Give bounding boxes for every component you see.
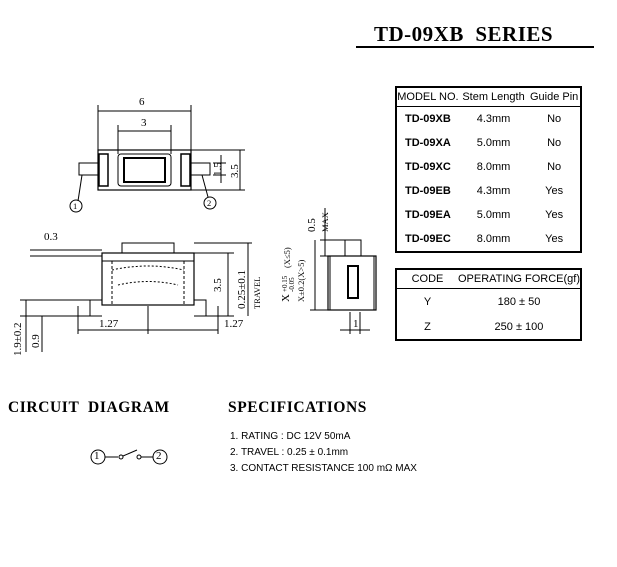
model-cell: TD-09EA bbox=[404, 209, 451, 221]
table-row: TD-09XA 5.0mm No bbox=[396, 131, 581, 155]
top-view-outline bbox=[78, 149, 211, 191]
model-cell: TD-09XC bbox=[404, 161, 451, 173]
dim-inner-label: 3 bbox=[141, 117, 147, 129]
side-view-dimensions bbox=[310, 208, 370, 334]
stem-length-cell: 4.3mm bbox=[476, 185, 511, 197]
model-cell: TD-09EB bbox=[404, 185, 451, 197]
guide-pin-cell: No bbox=[547, 137, 562, 149]
dim-0-3-label: 0.3 bbox=[44, 231, 58, 243]
model-table-header: MODEL NO. bbox=[396, 87, 459, 107]
guide-pin-cell: Yes bbox=[545, 233, 564, 245]
dim-1-9-label: 1.9±0.2 bbox=[12, 322, 24, 356]
dim-travel-value: 0.25±0.1 bbox=[236, 269, 248, 309]
stem-length-cell: 5.0mm bbox=[476, 137, 511, 149]
dim-1-27-right: 1.27 bbox=[224, 318, 244, 330]
table-row: TD-09EC 8.0mm Yes bbox=[396, 227, 581, 252]
dim-1-side-label: 1 bbox=[353, 318, 359, 330]
spec-item-travel: 2. TRAVEL : 0.25 ± 0.1mm bbox=[230, 447, 349, 458]
force-cell: 180 ± 50 bbox=[497, 295, 541, 308]
dim-3-5-front-label: 3.5 bbox=[212, 278, 224, 292]
dim-1-27-left: 1.27 bbox=[99, 318, 119, 330]
model-cell: TD-09XB bbox=[404, 113, 451, 125]
title-underline bbox=[356, 46, 594, 48]
table-row: TD-09XC 8.0mm No bbox=[396, 155, 581, 179]
table-row: TD-09EB 4.3mm Yes bbox=[396, 179, 581, 203]
model-cell: TD-09XA bbox=[404, 137, 451, 149]
force-cell: 250 ± 100 bbox=[494, 320, 544, 333]
circuit-switch-symbol bbox=[90, 449, 168, 465]
code-cell: Y bbox=[423, 295, 432, 308]
model-table-header-row: MODEL NO. Stem Length Guide Pin bbox=[396, 87, 581, 107]
terminal-marker-1: 1 bbox=[73, 201, 78, 211]
specifications-heading: SPECIFICATIONS bbox=[228, 399, 368, 416]
circuit-node-2: 2 bbox=[156, 450, 162, 462]
table-row: Y 180 ± 50 bbox=[396, 289, 581, 315]
circuit-node-1: 1 bbox=[94, 450, 100, 462]
circuit-diagram-heading: CIRCUIT DIAGRAM bbox=[8, 399, 170, 416]
stem-length-cell: 8.0mm bbox=[476, 161, 511, 173]
page-title: TD-09XB SERIES bbox=[374, 22, 554, 46]
front-view-dimensions bbox=[20, 242, 252, 352]
model-cell: TD-09EC bbox=[404, 233, 451, 245]
model-table: MODEL NO. Stem Length Guide Pin TD-09XB … bbox=[395, 86, 582, 253]
dim-1-5-label: 1.5 bbox=[212, 162, 224, 176]
guide-pin-cell: Yes bbox=[545, 209, 564, 221]
table-row: TD-09EA 5.0mm Yes bbox=[396, 203, 581, 227]
force-table-header-row: CODE OPERATING FORCE(gf) bbox=[396, 269, 581, 289]
spec-item-contact-resistance: 3. CONTACT RESISTANCE 100 mΩ MAX bbox=[230, 463, 417, 474]
force-table: CODE OPERATING FORCE(gf) Y 180 ± 50 Z 25… bbox=[395, 268, 582, 341]
stem-length-cell: 5.0mm bbox=[476, 209, 511, 221]
model-table-header: Stem Length bbox=[458, 87, 529, 107]
dim-x-cond-label: (X≤5) bbox=[282, 247, 292, 268]
dim-travel-label: TRAVEL bbox=[252, 276, 262, 309]
code-cell: Z bbox=[424, 320, 431, 333]
table-row: TD-09XB 4.3mm No bbox=[396, 107, 581, 132]
model-table-header: Guide Pin bbox=[528, 87, 581, 107]
dim-x-label: X bbox=[280, 294, 292, 302]
stem-length-cell: 8.0mm bbox=[476, 233, 511, 245]
stem-length-cell: 4.3mm bbox=[476, 113, 511, 125]
force-table-header: OPERATING FORCE(gf) bbox=[457, 269, 581, 289]
table-row: Z 250 ± 100 bbox=[396, 314, 581, 340]
force-table-header: CODE bbox=[396, 269, 458, 289]
dim-3-5-label: 3.5 bbox=[229, 164, 241, 178]
top-view-dimensions bbox=[69, 105, 245, 213]
dim-max-label: MAX bbox=[320, 212, 330, 232]
side-view-outline bbox=[327, 239, 377, 311]
guide-pin-cell: No bbox=[547, 161, 562, 173]
dim-width-label: 6 bbox=[139, 96, 145, 108]
dim-x-large-label: X±0.2(X>5) bbox=[296, 259, 306, 302]
terminal-marker-2: 2 bbox=[207, 198, 212, 208]
dim-0-9-label: 0.9 bbox=[30, 334, 42, 348]
dim-0-5-label: 0.5 bbox=[306, 218, 318, 232]
front-view-outline bbox=[89, 242, 207, 317]
spec-item-rating: 1. RATING : DC 12V 50mA bbox=[230, 431, 351, 442]
guide-pin-cell: Yes bbox=[545, 185, 564, 197]
dim-x-tol-lower: -0.05 bbox=[288, 277, 296, 292]
guide-pin-cell: No bbox=[547, 113, 562, 125]
